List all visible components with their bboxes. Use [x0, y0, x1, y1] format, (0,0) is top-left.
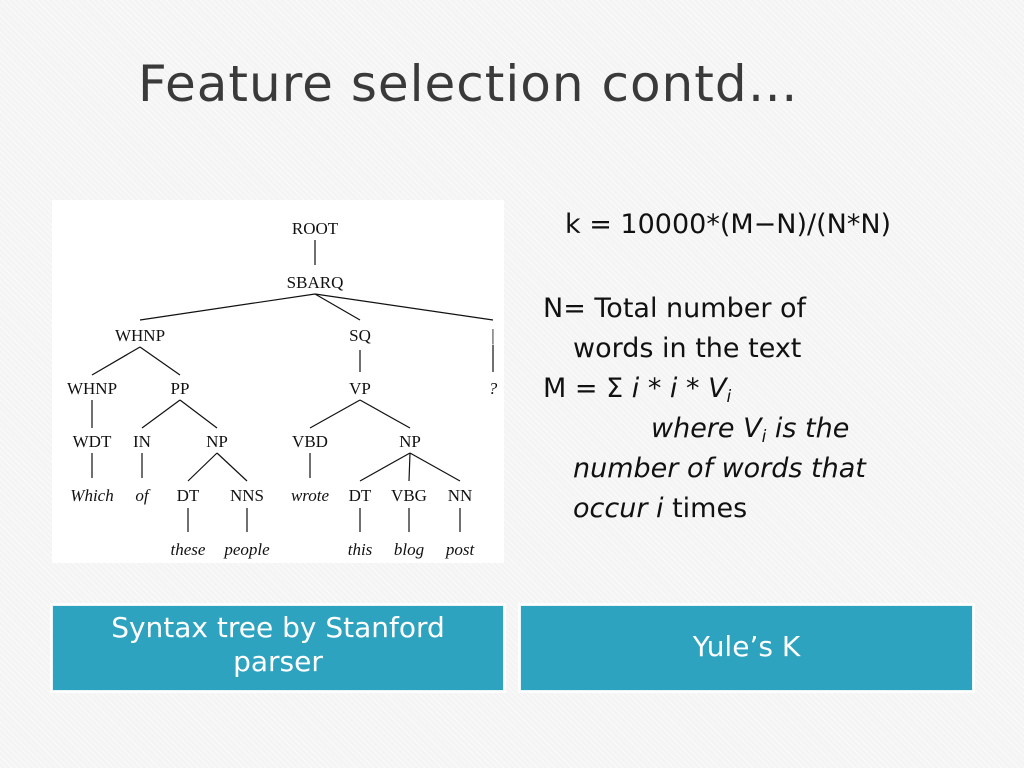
tree-leaf-blog: blog [394, 540, 424, 559]
sigma-symbol: Σ [606, 373, 624, 404]
tree-edges [91, 240, 494, 532]
caption-syntax-tree: Syntax tree by Stanford parser [50, 603, 506, 693]
tree-leaf-people: people [223, 540, 270, 559]
tree-node-in: IN [133, 432, 151, 451]
yule-k-formula: k = 10000*(M−N)/(N*N) N= Total number of… [543, 205, 993, 529]
tree-node-punct: | [491, 326, 494, 345]
n-definition-line: N= Total number of [543, 293, 807, 324]
slide-title: Feature selection contd… [138, 55, 799, 113]
m-expression: i * i * V [623, 373, 727, 404]
tree-node-dt-1: DT [177, 486, 200, 505]
tree-node-nn: NN [448, 486, 473, 505]
tree-node-dt-2: DT [349, 486, 372, 505]
tree-node-sq: SQ [349, 326, 371, 345]
tree-node-np-pp: NP [206, 432, 228, 451]
syntax-tree: ROOT SBARQ WHNP SQ | WHNP PP VP ? WDT IN… [67, 219, 498, 559]
where-subscript: i [761, 427, 767, 447]
tree-node-vbg: VBG [391, 486, 427, 505]
number-of-words-line: number of words that [543, 449, 993, 489]
tree-node-sbarq: SBARQ [287, 273, 344, 292]
tree-leaf-this: this [348, 540, 373, 559]
number-of-words-text: number of words that [573, 453, 866, 484]
tree-node-np-vp: NP [399, 432, 421, 451]
occur-line: occur i times [543, 489, 993, 529]
n-definition-continued: words in the text [573, 333, 802, 364]
tree-node-vbd: VBD [292, 432, 328, 451]
m-definition-line: M = Σ i * i * Vi [543, 369, 993, 409]
tree-leaf-of: of [135, 486, 151, 505]
m-prefix: M = [543, 373, 607, 404]
tree-node-vp: VP [349, 379, 371, 398]
tree-node-whnp-inner: WHNP [67, 379, 117, 398]
tree-node-root: ROOT [292, 219, 339, 238]
k-formula-line: k = 10000*(M−N)/(N*N) [565, 209, 892, 240]
where-text-continued: is the [766, 413, 850, 444]
tree-node-whnp: WHNP [115, 326, 165, 345]
tree-node-nns: NNS [230, 486, 264, 505]
occur-text: occur i [573, 493, 664, 524]
tree-leaf-wrote: wrote [291, 486, 330, 505]
where-text: where V [651, 413, 762, 444]
tree-leaf-these: these [171, 540, 206, 559]
tree-leaf-which: Which [70, 486, 113, 505]
where-line: where Vi is the [543, 409, 993, 449]
tree-node-pp: PP [171, 379, 190, 398]
syntax-tree-panel: ROOT SBARQ WHNP SQ | WHNP PP VP ? WDT IN… [52, 200, 504, 563]
tree-node-wdt: WDT [73, 432, 112, 451]
caption-yules-k: Yule’s K [518, 603, 975, 693]
times-text: times [663, 493, 748, 524]
m-subscript: i [726, 387, 732, 407]
tree-leaf-question-mark: ? [489, 379, 498, 398]
tree-leaf-post: post [445, 540, 476, 559]
